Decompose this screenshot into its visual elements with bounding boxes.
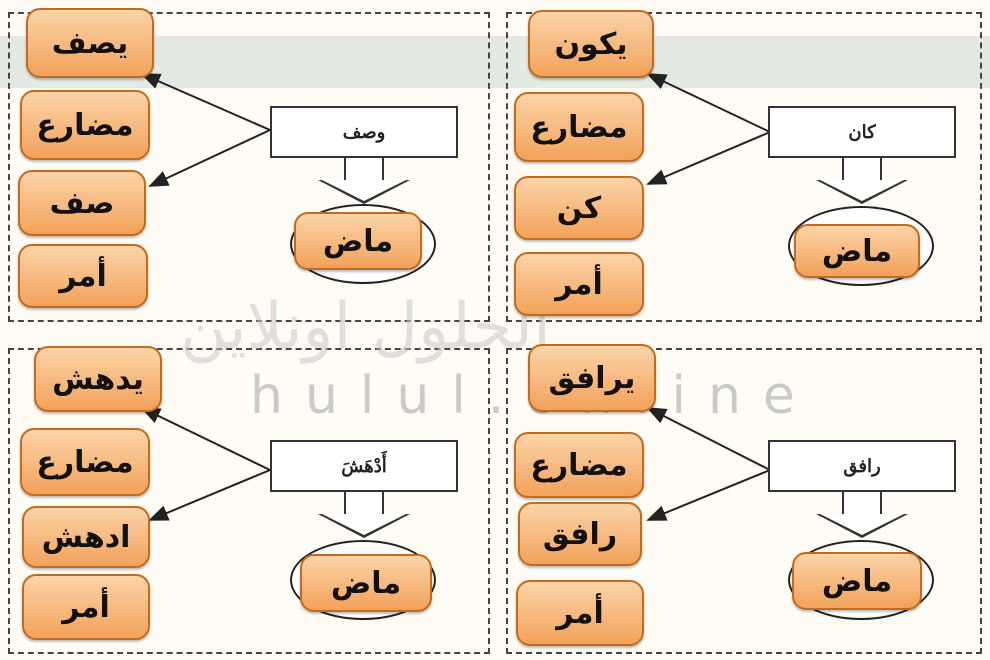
imperative-verb-tag-kana: كن	[514, 176, 644, 240]
present-verb-tag-rafaqa: يرافق	[528, 344, 656, 412]
down-arrow-head-kana	[816, 180, 908, 204]
imperative-label-tag-kana: أمر	[514, 252, 644, 316]
past-tag-wasafa: ماض	[294, 212, 422, 270]
down-arrow-stem-rafaqa	[842, 492, 882, 516]
down-arrow-stem-wasafa	[344, 158, 384, 182]
verb-box-wasafa: وصف	[270, 106, 458, 158]
down-arrow-head-adhasha	[318, 514, 410, 538]
panel-wasafa	[8, 12, 490, 322]
arrow-present-kana	[646, 73, 771, 133]
arrow-present-wasafa	[140, 73, 271, 131]
arrow-present-adhasha	[140, 407, 271, 471]
past-tag-rafaqa: ماض	[792, 552, 922, 610]
imperative-label-tag-adhasha: أمر	[22, 574, 150, 640]
present-label-tag-rafaqa: مضارع	[514, 432, 644, 498]
down-arrow-stem-kana	[842, 158, 882, 182]
panel-rafaqa	[506, 348, 982, 654]
arrow-imperative-wasafa	[148, 129, 271, 187]
imperative-verb-tag-adhasha: ادهش	[22, 506, 150, 568]
past-tag-adhasha: ماض	[300, 554, 432, 612]
verb-box-kana: كان	[768, 106, 956, 158]
imperative-label-tag-wasafa: أمر	[18, 244, 148, 308]
present-label-tag-adhasha: مضارع	[20, 428, 150, 496]
arrow-present-rafaqa	[646, 407, 771, 471]
down-arrow-head-rafaqa	[816, 514, 908, 538]
present-verb-tag-kana: يكون	[528, 10, 654, 78]
imperative-label-tag-rafaqa: أمر	[516, 580, 644, 646]
verb-box-adhasha: أَدْهَشَ	[270, 440, 458, 492]
present-verb-tag-adhasha: يدهش	[34, 346, 162, 412]
background-band	[0, 36, 990, 88]
present-label-tag-wasafa: مضارع	[20, 90, 150, 160]
verb-box-rafaqa: رافق	[768, 440, 956, 492]
imperative-verb-tag-rafaqa: رافق	[518, 502, 642, 566]
watermark-arabic: الحلول اونلاين	[180, 290, 551, 364]
past-tag-kana: ماض	[794, 224, 920, 278]
down-arrow-stem-adhasha	[344, 492, 384, 516]
arrow-imperative-kana	[646, 131, 771, 185]
present-verb-tag-wasafa: يصف	[26, 8, 154, 78]
panel-adhasha	[8, 348, 490, 654]
panel-kana	[506, 12, 982, 322]
arrow-imperative-adhasha	[148, 469, 271, 521]
watermark-text: hulul.online	[250, 366, 817, 426]
arrow-imperative-rafaqa	[646, 469, 771, 521]
present-label-tag-kana: مضارع	[514, 92, 644, 162]
down-arrow-head-wasafa	[318, 180, 410, 204]
imperative-verb-tag-wasafa: صف	[18, 170, 146, 236]
